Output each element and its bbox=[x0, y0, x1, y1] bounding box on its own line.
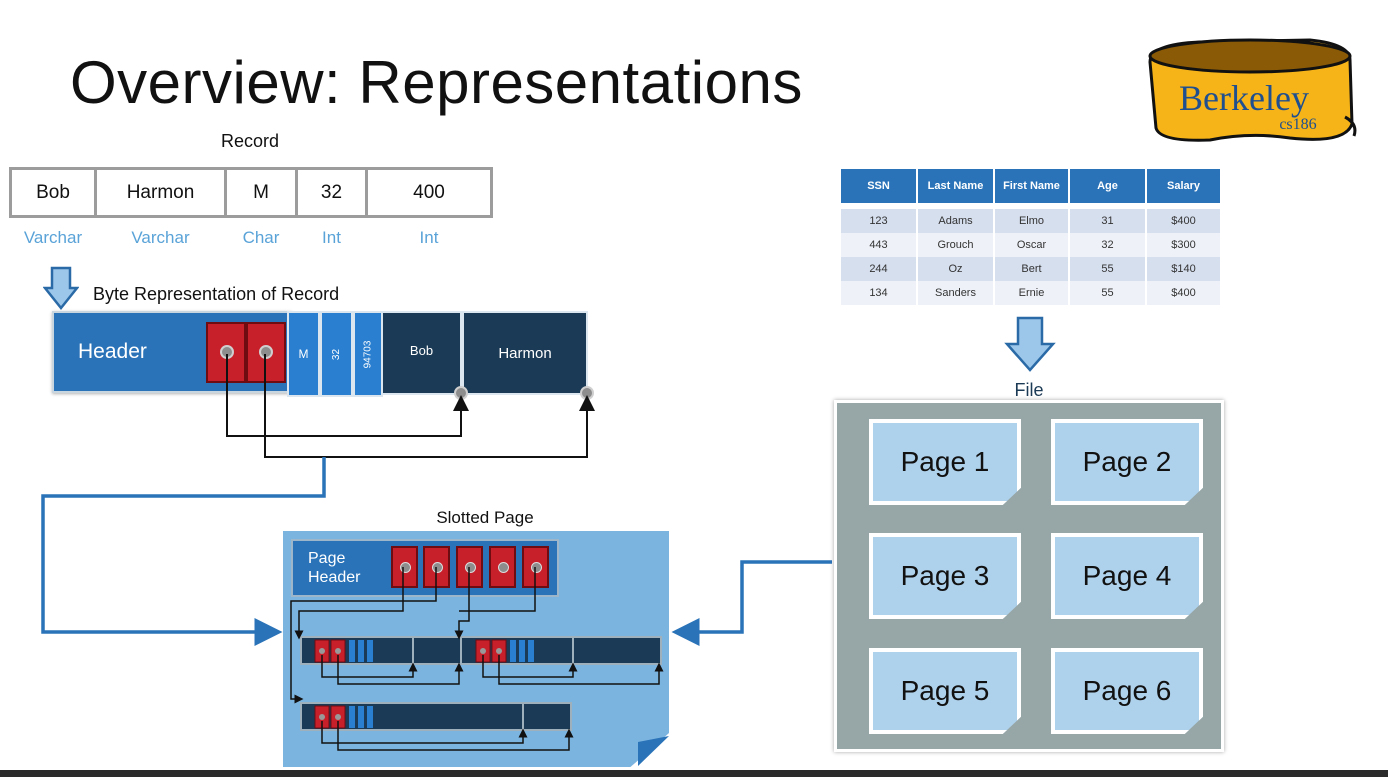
byte-field-harmon: Harmon bbox=[462, 311, 588, 395]
page-header-line1: Page bbox=[308, 550, 346, 567]
slot-pointer bbox=[489, 546, 516, 588]
table-cell: 123 bbox=[841, 209, 916, 233]
table-row: 134 Sanders Ernie 55 $400 bbox=[841, 281, 1220, 305]
table-cell: $400 bbox=[1147, 209, 1220, 233]
table-cell: 31 bbox=[1070, 209, 1145, 233]
table-cell: 55 bbox=[1070, 281, 1145, 305]
table-cell: Oz bbox=[918, 257, 993, 281]
table-cell: Elmo bbox=[995, 209, 1068, 233]
table-cell: 443 bbox=[841, 233, 916, 257]
record-field-salary: 400 bbox=[365, 167, 493, 218]
table-cell: Oscar bbox=[995, 233, 1068, 257]
table-cell: $400 bbox=[1147, 281, 1220, 305]
byte-field-bob: Bob bbox=[381, 311, 462, 395]
byte-field-gender: M bbox=[287, 311, 320, 397]
file-container: Page 1 Page 2 Page 3 Page 4 Page 5 Page … bbox=[834, 400, 1224, 752]
down-arrow-icon bbox=[43, 266, 79, 310]
page-header-line2: Header bbox=[308, 569, 361, 586]
logo-course: cs186 bbox=[1279, 116, 1316, 133]
byte-field-age: 32 bbox=[320, 311, 353, 397]
table-cell: Grouch bbox=[918, 233, 993, 257]
table-cell: Ernie bbox=[995, 281, 1068, 305]
byte-repr-label: Byte Representation of Record bbox=[93, 284, 340, 304]
page-fold-icon bbox=[632, 733, 669, 766]
header-label: Header bbox=[78, 340, 147, 363]
type-label: Int bbox=[322, 228, 341, 247]
page-card: Page 6 bbox=[1051, 648, 1203, 734]
column-header: SSN bbox=[841, 169, 916, 203]
bottom-bar bbox=[0, 770, 1388, 777]
table-row: 443 Grouch Oscar 32 $300 bbox=[841, 233, 1220, 257]
column-header: Age bbox=[1070, 169, 1145, 203]
berkeley-logo: Berkeley cs186 bbox=[1148, 38, 1357, 142]
employee-table: SSN Last Name First Name Age Salary 123 … bbox=[839, 169, 1222, 305]
page-card: Page 5 bbox=[869, 648, 1021, 734]
table-cell: $140 bbox=[1147, 257, 1220, 281]
table-cell: Sanders bbox=[918, 281, 993, 305]
file-label: File bbox=[1014, 380, 1044, 400]
type-label: Char bbox=[242, 228, 280, 247]
table-cell: Adams bbox=[918, 209, 993, 233]
table-cell: 244 bbox=[841, 257, 916, 281]
slotted-page-label: Slotted Page bbox=[436, 508, 534, 527]
table-cell: 134 bbox=[841, 281, 916, 305]
slotted-records bbox=[290, 567, 664, 751]
table-cell: Bert bbox=[995, 257, 1068, 281]
type-label: Int bbox=[419, 228, 439, 247]
page-header-label: Page Header bbox=[308, 549, 360, 587]
page-card: Page 2 bbox=[1051, 419, 1203, 505]
table-cell: 55 bbox=[1070, 257, 1145, 281]
type-label: Varchar bbox=[23, 228, 83, 247]
down-arrow-icon bbox=[1004, 316, 1056, 372]
slide-title: Overview: Representations bbox=[70, 49, 803, 116]
record-field-age: 32 bbox=[295, 167, 368, 218]
record-field-bob: Bob bbox=[9, 167, 97, 218]
record-field-harmon: Harmon bbox=[94, 167, 227, 218]
page-card: Page 4 bbox=[1051, 533, 1203, 619]
slot-pointer bbox=[391, 546, 418, 588]
record-label: Record bbox=[220, 131, 280, 151]
page-card: Page 1 bbox=[869, 419, 1021, 505]
table-row: 123 Adams Elmo 31 $400 bbox=[841, 209, 1220, 233]
table-row: 244 Oz Bert 55 $140 bbox=[841, 257, 1220, 281]
type-label: Varchar bbox=[131, 228, 190, 247]
record-field-gender: M bbox=[224, 167, 298, 218]
column-header: First Name bbox=[995, 169, 1068, 203]
table-cell: $300 bbox=[1147, 233, 1220, 257]
logo-word: Berkeley bbox=[1179, 78, 1309, 118]
column-header: Last Name bbox=[918, 169, 993, 203]
column-header: Salary bbox=[1147, 169, 1220, 203]
page-card: Page 3 bbox=[869, 533, 1021, 619]
table-cell: 32 bbox=[1070, 233, 1145, 257]
